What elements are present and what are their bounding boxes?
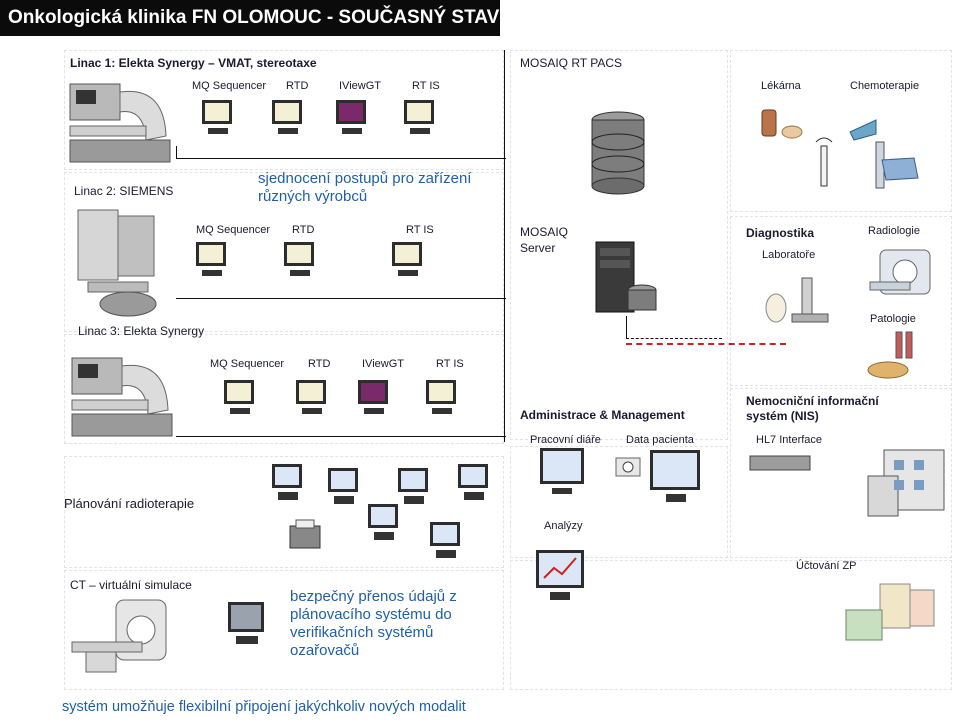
diagnostics-label: Diagnostika [746, 226, 815, 240]
linac1-app-mq: MQ Sequencer [192, 80, 266, 92]
hl7-switch-icon [749, 455, 811, 471]
linac3-machine-icon [71, 357, 173, 437]
planning-workstation-6-icon [430, 522, 460, 558]
ct-sim-label: CT – virtuální simulace [70, 578, 192, 592]
ct-scanner-icon [71, 599, 167, 673]
labs-label: Laboratoře [762, 249, 816, 261]
linac3-app-rtis: RT IS [436, 358, 464, 370]
planning-workstation-4-icon [458, 464, 488, 500]
linac2-monitor-rtd-icon [284, 242, 314, 276]
server-connector [626, 316, 627, 338]
nis-panel [730, 388, 952, 558]
analyses-label: Analýzy [544, 520, 583, 532]
chemo-label: Chemoterapie [850, 80, 920, 92]
hl7-label: HL7 Interface [756, 434, 823, 446]
pharmacy-icon [761, 109, 803, 139]
linac1-app-rtd: RTD [286, 80, 309, 92]
linac2-monitor-mq-icon [196, 242, 226, 276]
page-title: Onkologická klinika FN OLOMOUC - SOUČASN… [0, 0, 500, 36]
admin-patient-data-label: Data pacienta [626, 434, 694, 446]
linac2-app-rtis: RT IS [406, 224, 434, 236]
nis-link-red [626, 343, 786, 345]
linac1-monitor-rtd-icon [272, 100, 302, 134]
nis-label: Nemocniční informační systém (NIS) [746, 394, 879, 423]
insurance-billing-label: Účtování ZP [796, 560, 857, 572]
server-link [626, 338, 722, 339]
microscope-icon [765, 277, 829, 323]
linac3-monitor-rtd-icon [296, 380, 326, 414]
wireless-antenna-icon [815, 137, 833, 187]
linac1-monitor-rtis-icon [404, 100, 434, 134]
pacs-panel [510, 50, 728, 440]
linac3-app-iview: IViewGT [362, 358, 404, 370]
admin-label: Administrace & Management [520, 408, 685, 422]
planning-workstation-2-icon [328, 468, 358, 504]
hospital-building-icon [867, 449, 945, 517]
patient-data-screen-icon [650, 450, 700, 502]
linac2-app-rtd: RTD [292, 224, 315, 236]
pathology-label: Patologie [870, 313, 916, 325]
linac2-app-mq: MQ Sequencer [196, 224, 270, 236]
linac2-note: sjednocení postupů pro zařízení různých … [258, 170, 472, 205]
infusion-chair-icon [875, 141, 919, 189]
linac1-monitor-iview-icon [336, 100, 366, 134]
linac2-monitor-rtis-icon [392, 242, 422, 276]
linac1-app-iview: IViewGT [339, 80, 381, 92]
main-vertical-bus [504, 50, 505, 442]
linac3-app-rtd: RTD [308, 358, 331, 370]
linac1-label: Linac 1: Elekta Synergy – VMAT, stereota… [70, 56, 317, 70]
pharmacy-panel [730, 50, 952, 212]
linac3-label: Linac 3: Elekta Synergy [78, 324, 205, 338]
camera-icon [615, 457, 641, 477]
linac3-bus [176, 436, 506, 437]
planning-printer-icon [289, 519, 321, 549]
linac1-app-rtis: RT IS [412, 80, 440, 92]
planning-workstation-1-icon [272, 464, 302, 500]
planning-workstation-3-icon [398, 468, 428, 504]
linac2-label: Linac 2: SIEMENS [74, 184, 174, 198]
linac3-monitor-mq-icon [224, 380, 254, 414]
pharmacy-label: Lékárna [761, 80, 801, 92]
linac3-monitor-iview-icon [358, 380, 388, 414]
mosaiq-pacs-label: MOSAIQ RT PACS [520, 56, 623, 70]
mosaiq-server-label: MOSAIQ Server [520, 225, 569, 255]
linac1-bus [176, 158, 506, 159]
server-icon [595, 241, 657, 313]
radiology-scanner-icon [869, 249, 931, 295]
linac1-machine-icon [69, 83, 171, 163]
ct-panel [64, 570, 504, 690]
analyses-panel [510, 560, 952, 690]
ct-workstation-icon [228, 602, 264, 644]
database-icon [591, 111, 645, 195]
diagnostics-panel [730, 216, 952, 386]
linac1-monitor-mq-icon [202, 100, 232, 134]
linac3-panel [64, 334, 504, 444]
linac2-machine-icon [77, 209, 157, 317]
linac3-app-mq: MQ Sequencer [210, 358, 284, 370]
linac2-panel [64, 172, 504, 332]
pathology-tubes-icon [867, 331, 913, 379]
diary-screen-icon [540, 448, 584, 494]
admin-diary-label: Pracovní diáře [530, 434, 601, 446]
radiology-label: Radiologie [868, 225, 920, 237]
linac1-connector [176, 146, 177, 158]
planning-workstation-5-icon [368, 504, 398, 540]
planning-panel [64, 456, 504, 568]
linac1-panel [64, 50, 504, 170]
chemo-pump-icon [849, 119, 877, 141]
footer-note: systém umožňuje flexibilní připojení jak… [62, 699, 466, 715]
analyses-screen-icon [536, 550, 584, 600]
linac2-bus [176, 298, 506, 299]
linac3-monitor-rtis-icon [426, 380, 456, 414]
insurance-documents-icon [845, 583, 935, 641]
planning-label: Plánování radioterapie [64, 496, 195, 511]
transfer-note: bezpečný přenos údajů z plánovacího syst… [290, 588, 457, 659]
admin-panel [510, 446, 728, 558]
